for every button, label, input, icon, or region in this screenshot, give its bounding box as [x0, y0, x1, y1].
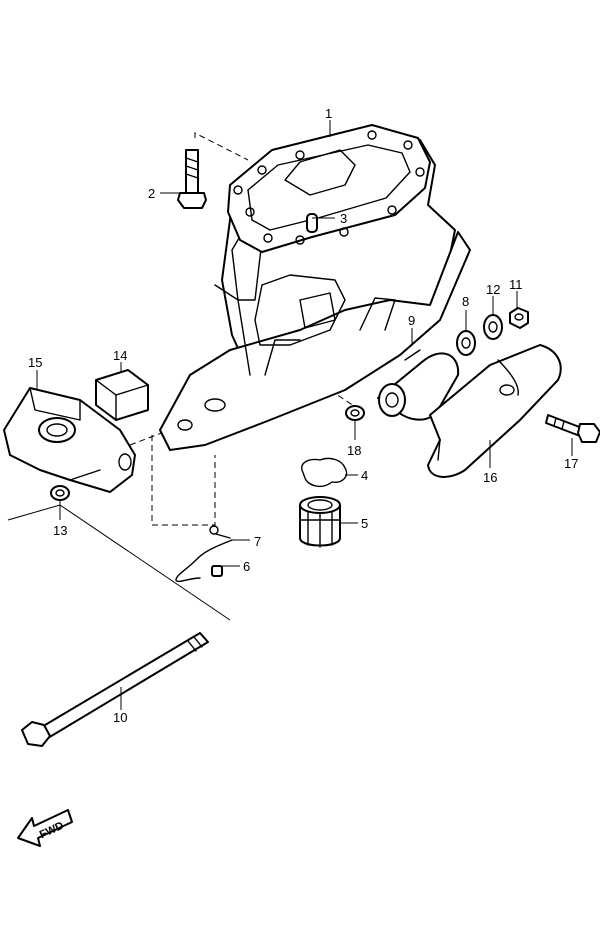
- callout-3: 3: [340, 211, 347, 226]
- callout-14: 14: [113, 348, 127, 363]
- washer-part-18: [345, 405, 365, 421]
- leader-lines: [7, 120, 573, 710]
- callout-15: 15: [28, 355, 42, 370]
- callout-6: 6: [243, 559, 250, 574]
- dowel-pin-part-3: [306, 213, 318, 233]
- bolt-part-2: [177, 149, 207, 209]
- callout-11: 11: [509, 277, 523, 292]
- callout-9: 9: [408, 313, 415, 328]
- rubber-block-part-14: [95, 369, 149, 421]
- callout-17: 17: [564, 456, 578, 471]
- mount-cover-part-16: [427, 344, 562, 478]
- rubber-mount-part-9: [377, 349, 460, 421]
- callout-2: 2: [148, 186, 155, 201]
- forward-direction-arrow: FWD: [17, 809, 73, 847]
- callout-12: 12: [486, 282, 500, 297]
- nut-part-11: [509, 307, 529, 329]
- bearing-part-5: [299, 496, 341, 548]
- callout-1: 1: [325, 106, 332, 121]
- callout-10: 10: [113, 710, 127, 725]
- callout-18: 18: [347, 443, 361, 458]
- callout-labels: 1 2 3 4 5 6 7 8 9 10 11 12 13 14 15 16 1…: [28, 106, 578, 725]
- screw-part-6: [211, 565, 223, 577]
- callout-4: 4: [361, 468, 368, 483]
- drive-shaft-housing: [159, 124, 471, 451]
- long-bolt-part-10: [21, 632, 209, 747]
- callout-8: 8: [462, 294, 469, 309]
- washer-part-12: [483, 314, 503, 340]
- mount-bracket-part-15: [3, 387, 136, 493]
- callout-7: 7: [254, 534, 261, 549]
- ground-wire-part-7: [175, 525, 233, 583]
- washer-part-13: [50, 485, 70, 501]
- callout-5: 5: [361, 516, 368, 531]
- callout-13: 13: [53, 523, 67, 538]
- bolt-part-17: [545, 414, 600, 443]
- washer-part-8: [456, 330, 476, 356]
- callout-16: 16: [483, 470, 497, 485]
- gasket-part-4: [301, 457, 348, 488]
